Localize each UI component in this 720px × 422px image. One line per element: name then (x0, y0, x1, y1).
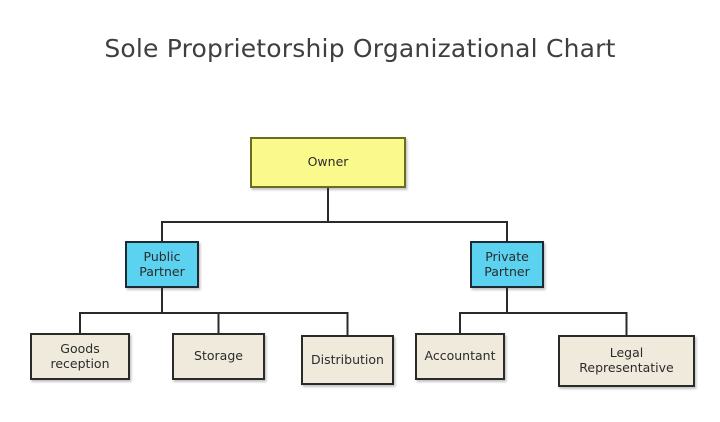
org-node-label: Accountant (424, 348, 496, 364)
org-node-label: Distribution (311, 351, 384, 367)
org-node-label: Owner (307, 154, 349, 170)
org-node-label: Storage (194, 348, 243, 364)
org-node-distribution[interactable]: Distribution (301, 335, 394, 385)
org-node-storage[interactable]: Storage (172, 333, 265, 380)
page-title: Sole Proprietorship Organizational Chart (104, 34, 616, 63)
org-node-accountant[interactable]: Accountant (415, 333, 505, 380)
org-node-owner[interactable]: Owner (250, 137, 406, 188)
